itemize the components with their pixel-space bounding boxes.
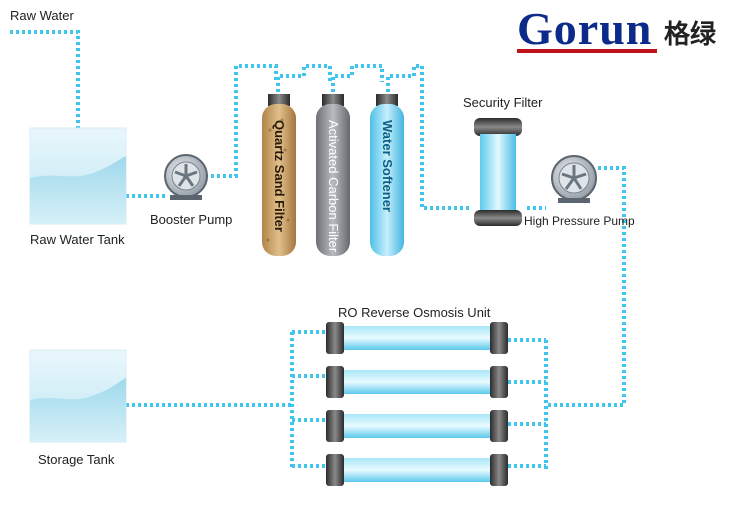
filter-label-quartz: Quartz Sand Filter xyxy=(272,120,287,232)
brand-chinese: 格绿 xyxy=(664,20,717,50)
brand-underline xyxy=(517,49,657,53)
pipes xyxy=(10,30,626,470)
ro-membrane-1 xyxy=(326,322,508,354)
ro-membrane-4 xyxy=(326,454,508,486)
label-raw-water-tank: Raw Water Tank xyxy=(30,232,125,247)
high-pressure-pump-icon xyxy=(551,155,597,203)
label-raw-water: Raw Water xyxy=(10,8,74,23)
filter-label-carbon: Activated Carbon Filter xyxy=(326,120,341,253)
pipe-hp-to-ro xyxy=(546,166,626,407)
label-booster-pump: Booster Pump xyxy=(150,212,233,227)
label-high-pressure-pump: High Pressure Pump xyxy=(524,214,635,228)
booster-pump-icon xyxy=(164,154,208,200)
label-security-filter: Security Filter xyxy=(463,95,543,110)
pipe-filter2-to-filter3 xyxy=(331,64,384,92)
pipe-ro-left-manifold xyxy=(290,330,326,470)
security-filter xyxy=(474,118,522,226)
quartz-sand-filter xyxy=(262,94,296,256)
ro-membranes xyxy=(326,322,508,486)
ro-membrane-2 xyxy=(326,366,508,398)
label-ro-unit: RO Reverse Osmosis Unit xyxy=(338,305,491,320)
pipe-ro-right-manifold xyxy=(502,338,548,470)
filter-label-softener: Water Softener xyxy=(380,120,395,212)
brand-logo: Gorun xyxy=(517,3,653,54)
raw-water-tank xyxy=(29,127,127,225)
pipe-raw-inlet xyxy=(10,30,80,128)
water-softener xyxy=(370,94,404,256)
pipe-booster-to-filters xyxy=(205,64,278,178)
ro-membrane-3 xyxy=(326,410,508,442)
activated-carbon-filter xyxy=(316,94,350,256)
pipe-filter1-to-filter2 xyxy=(276,64,332,92)
storage-tank xyxy=(29,349,127,443)
label-storage-tank: Storage Tank xyxy=(38,452,115,467)
